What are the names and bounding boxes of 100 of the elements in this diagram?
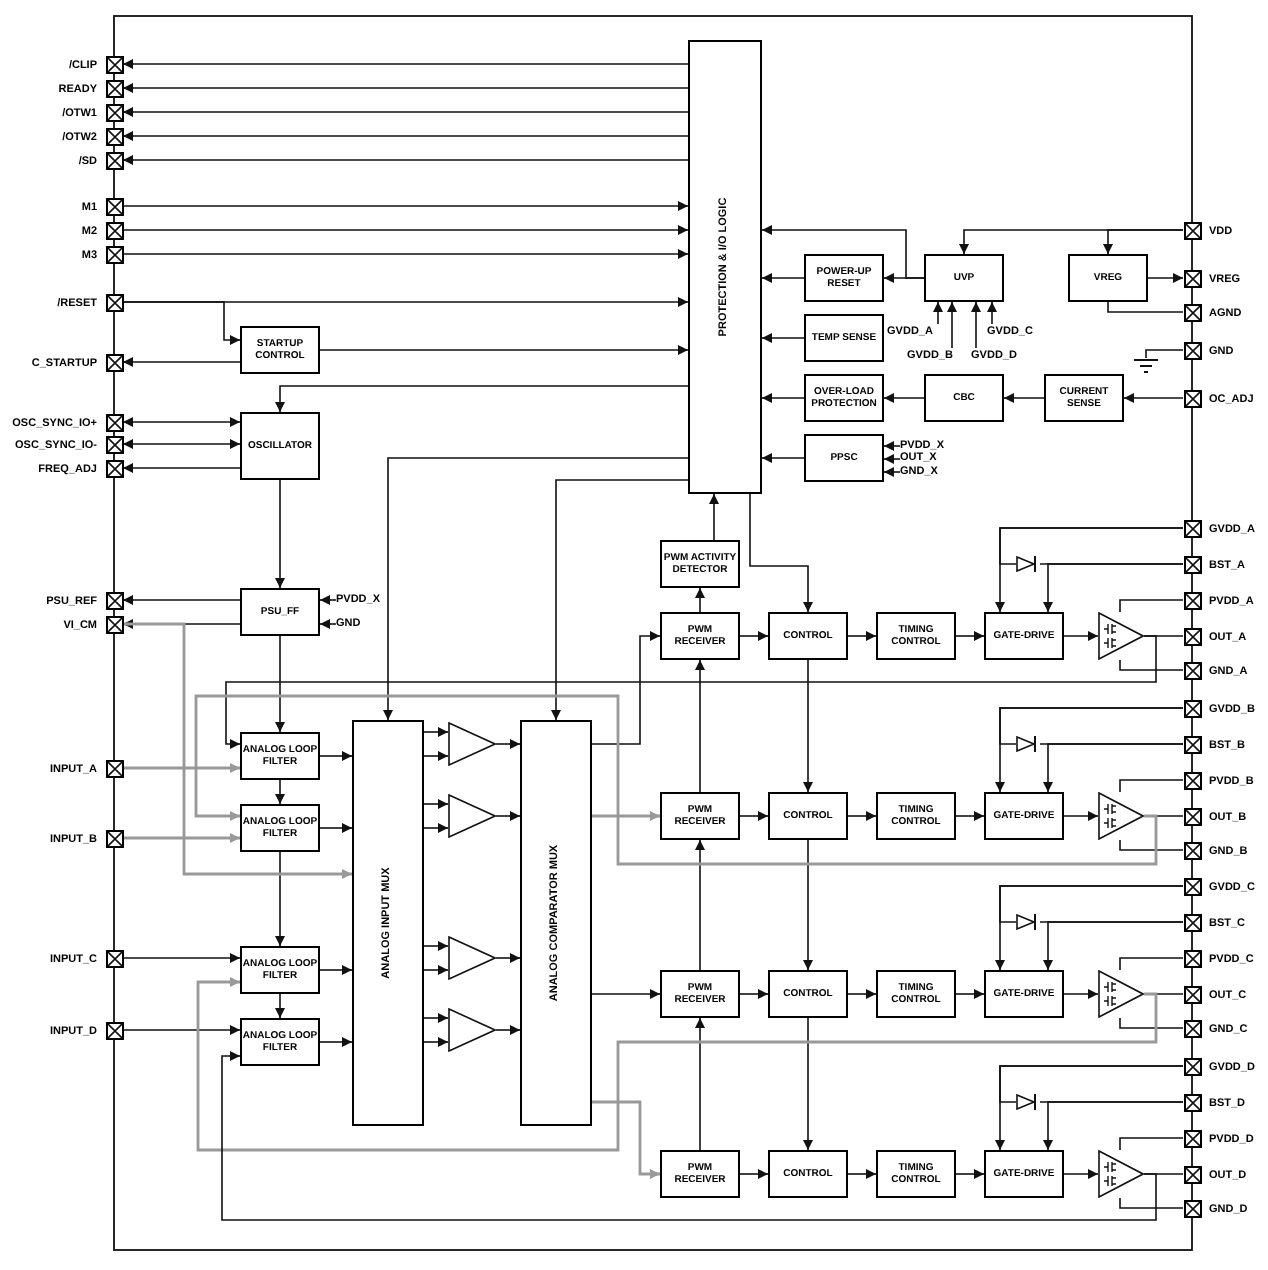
connector-line <box>1145 349 1184 359</box>
arrow <box>847 811 877 821</box>
arrow <box>592 811 660 821</box>
arrow <box>123 622 352 879</box>
arrow <box>123 833 240 843</box>
arrow <box>275 635 285 733</box>
amplifier-symbol <box>1098 1150 1144 1198</box>
arrow <box>803 1017 813 1151</box>
connector-line <box>1119 599 1184 613</box>
arrow <box>749 493 813 613</box>
arrow <box>122 595 241 605</box>
arrow <box>883 467 901 477</box>
arrow <box>1103 229 1184 255</box>
arrow <box>1147 273 1184 283</box>
connector-line <box>1119 1017 1184 1029</box>
arrow <box>847 989 877 999</box>
arrow <box>1063 811 1099 821</box>
connector-line <box>1119 1197 1184 1209</box>
arrow <box>275 851 285 947</box>
connector-line <box>1119 779 1184 793</box>
connector-line <box>1119 957 1184 971</box>
arrow <box>1063 989 1099 999</box>
arrow <box>495 739 521 749</box>
arrow <box>987 301 997 325</box>
arrow <box>1063 631 1099 641</box>
connector-line <box>1119 1137 1184 1151</box>
diode-symbol <box>1016 736 1040 752</box>
comparator-symbol <box>448 1008 496 1052</box>
arrow <box>739 811 769 821</box>
arrow <box>883 441 901 451</box>
arrow <box>319 965 353 975</box>
arrow <box>1003 393 1045 403</box>
arrow <box>1123 393 1184 403</box>
arrow <box>883 454 901 464</box>
arrow <box>947 301 957 349</box>
arrow <box>122 357 241 367</box>
arrow <box>122 201 689 211</box>
arrow <box>1063 1169 1099 1179</box>
arrow <box>122 59 689 69</box>
arrow <box>122 1025 241 1035</box>
arrow <box>123 763 240 773</box>
arrow <box>319 823 353 833</box>
arrow <box>423 799 449 809</box>
arrow <box>221 1051 1157 1221</box>
arrow <box>122 225 689 235</box>
arrow <box>883 273 925 283</box>
arrow <box>971 301 981 349</box>
connector-line <box>1119 659 1184 671</box>
arrow <box>423 823 449 833</box>
arrow <box>592 1100 660 1179</box>
arrow <box>122 155 689 165</box>
comparator-symbol <box>448 936 496 980</box>
arrow <box>695 587 705 613</box>
connector-line <box>1039 743 1184 745</box>
amplifier-symbol <box>1098 612 1144 660</box>
arrow <box>122 463 241 473</box>
arrow <box>423 1013 449 1023</box>
arrow <box>695 1017 705 1151</box>
connector-line <box>999 707 1184 745</box>
arrow <box>122 83 689 93</box>
connector-line <box>999 527 1184 565</box>
arrow <box>933 301 943 325</box>
arrow <box>761 453 805 463</box>
arrow <box>194 694 1158 866</box>
diode-symbol <box>1016 914 1040 930</box>
ground-symbol <box>1134 358 1158 374</box>
arrow <box>955 1169 985 1179</box>
arrow <box>955 631 985 641</box>
connector-line <box>1107 301 1184 313</box>
arrow <box>122 439 241 449</box>
arrow <box>423 965 449 975</box>
arrow <box>739 989 769 999</box>
arrow <box>275 385 689 413</box>
connector-line <box>999 885 1184 923</box>
diode-symbol <box>1016 556 1040 572</box>
connector-line <box>1039 921 1184 923</box>
arrow <box>591 631 661 745</box>
arrow <box>955 811 985 821</box>
arrow <box>847 631 877 641</box>
diode-symbol <box>1016 1094 1040 1110</box>
arrow <box>275 479 285 589</box>
arrow <box>275 779 285 805</box>
connector-line <box>999 1065 1184 1103</box>
arrow <box>319 751 353 761</box>
arrow <box>495 811 521 821</box>
arrow <box>803 659 813 793</box>
arrow <box>591 989 661 999</box>
arrow <box>495 1025 521 1035</box>
connector-line <box>1039 563 1184 565</box>
arrow <box>551 479 689 721</box>
arrow <box>803 839 813 971</box>
amplifier-symbol <box>1098 792 1144 840</box>
arrow <box>761 393 805 403</box>
connector-line <box>1039 1101 1184 1103</box>
arrow <box>122 301 241 345</box>
arrow <box>739 631 769 641</box>
arrow <box>275 993 285 1019</box>
arrow <box>319 345 689 355</box>
arrow <box>761 273 805 283</box>
amplifier-symbol <box>1098 970 1144 1018</box>
